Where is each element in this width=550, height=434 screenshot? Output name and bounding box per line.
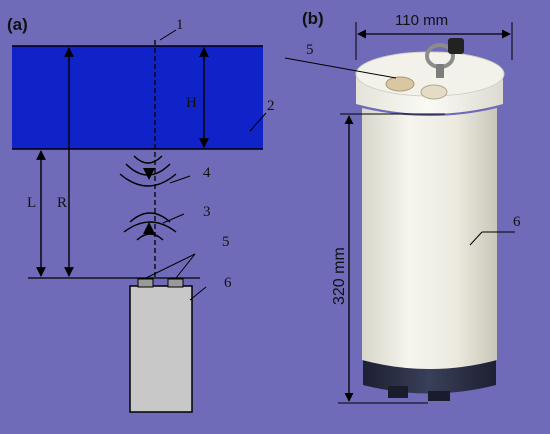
- leader-3: [162, 213, 185, 224]
- cylinder-body: [362, 108, 497, 369]
- label-1: 1: [176, 17, 184, 33]
- photo-leader-5: [284, 57, 397, 79]
- leader-6: [189, 286, 207, 301]
- leader-5b: [175, 253, 196, 279]
- label-3: 3: [203, 204, 211, 220]
- photo-label-6: 6: [513, 214, 521, 230]
- leader-1: [159, 29, 177, 41]
- panel-b-label: (b): [302, 9, 324, 28]
- leader-4: [169, 175, 191, 184]
- dimension-h-label: H: [186, 95, 197, 111]
- connector-cap: [448, 38, 464, 54]
- sensor-right: [167, 278, 184, 288]
- dimension-r-label: R: [57, 195, 67, 211]
- leader-5a: [145, 253, 196, 279]
- panel-b: (b) 110 mm 320 mm 5 6: [284, 9, 521, 404]
- label-2: 2: [267, 98, 275, 114]
- label-6: 6: [224, 275, 232, 291]
- base-foot-right: [428, 391, 450, 401]
- dimension-l-label: L: [27, 195, 36, 211]
- base-foot-left: [388, 386, 408, 398]
- label-5: 5: [222, 234, 230, 250]
- sensor-left: [137, 278, 154, 288]
- height-label: 320 mm: [331, 247, 348, 305]
- leader-2: [249, 112, 267, 132]
- transmitted-wave: [123, 212, 177, 241]
- sensor-port-left: [385, 76, 415, 92]
- panel-a: (a) H R L: [7, 15, 275, 413]
- ice-layer: [12, 46, 263, 149]
- photo-leader-6-tick: [469, 231, 483, 246]
- transducer-housing: [129, 285, 193, 413]
- panel-a-label: (a): [7, 15, 28, 34]
- sensor-port-right: [420, 84, 448, 100]
- photo-label-5: 5: [306, 42, 314, 58]
- label-4: 4: [203, 165, 211, 181]
- width-label: 110 mm: [395, 12, 448, 29]
- eye-bolt-shaft: [436, 64, 444, 78]
- reflected-wave: [119, 155, 177, 187]
